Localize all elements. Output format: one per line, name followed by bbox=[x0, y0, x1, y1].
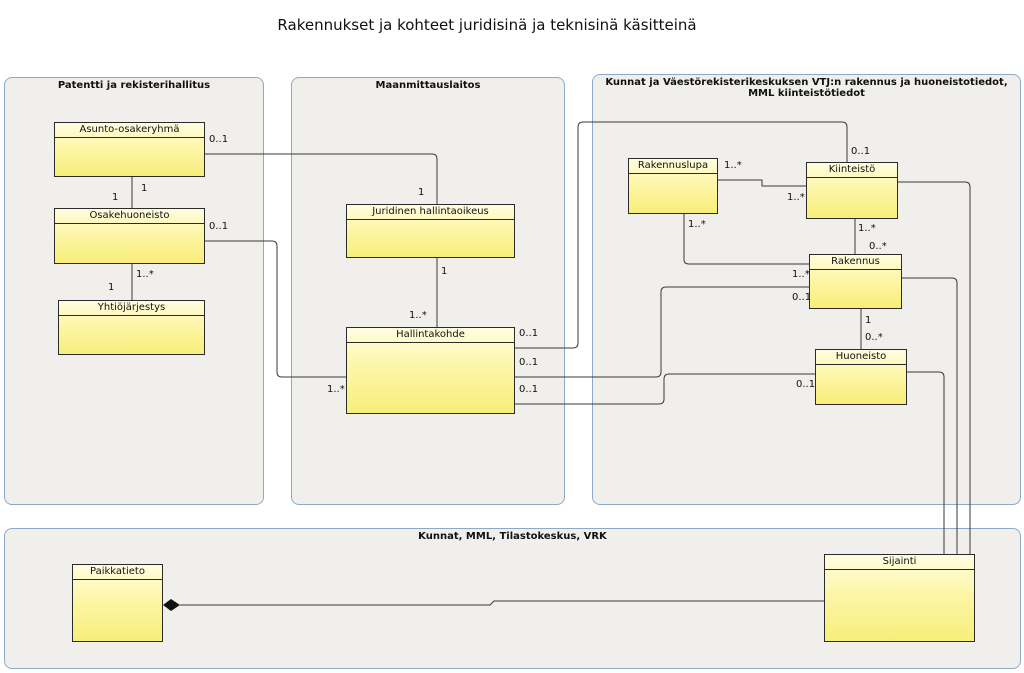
class-sijainti[interactable]: Sijainti bbox=[824, 554, 975, 642]
class-yhtiojarjestys[interactable]: Yhtiöjärjestys bbox=[58, 300, 205, 355]
mult-oh-yj-bottom: 1 bbox=[108, 282, 115, 293]
line-aor-jho bbox=[205, 153, 438, 204]
line-rl-kiint bbox=[718, 179, 806, 187]
class-kiinteisto[interactable]: Kiinteistö bbox=[806, 162, 898, 219]
mult-oh-yj-top: 1..* bbox=[136, 269, 154, 280]
mult-jho-hk-bottom: 1..* bbox=[409, 310, 427, 321]
line-huon-sij bbox=[907, 371, 945, 554]
mult-kiint-rak: 1..* bbox=[858, 223, 876, 234]
package-mml: Maanmittauslaitos bbox=[291, 77, 565, 505]
line-oh-hk bbox=[205, 240, 346, 378]
class-juridinen-hallintaoikeus[interactable]: Juridinen hallintaoikeus bbox=[346, 204, 515, 258]
mult-rl-rak: 1..* bbox=[688, 219, 706, 230]
line-rl-rak bbox=[683, 214, 809, 265]
class-asunto-osakeryhma[interactable]: Asunto-osakeryhmä bbox=[54, 122, 205, 177]
class-hallintakohde[interactable]: Hallintakohde bbox=[346, 327, 515, 414]
mult-oh-hk: 0..1 bbox=[209, 221, 229, 232]
mult-hk-rak: 0..1 bbox=[519, 357, 539, 368]
class-hallintakohde-name: Hallintakohde bbox=[347, 328, 514, 343]
mult-rl-kiint: 1..* bbox=[724, 160, 742, 171]
package-prh-label: Patentti ja rekisterihallitus bbox=[57, 80, 211, 91]
mult-hk-kiint: 0..1 bbox=[519, 328, 539, 339]
mult-huon-hk: 0..1 bbox=[796, 379, 816, 390]
line-hk-huon bbox=[514, 373, 815, 405]
package-mml-label: Maanmittauslaitos bbox=[375, 80, 481, 91]
class-asunto-osakeryhma-name: Asunto-osakeryhmä bbox=[55, 123, 204, 138]
mult-kiint-hk: 0..1 bbox=[851, 146, 871, 157]
class-paikkatieto-name: Paikkatieto bbox=[73, 565, 162, 580]
class-rakennus[interactable]: Rakennus bbox=[809, 254, 902, 309]
mult-rak-huon: 1 bbox=[865, 315, 872, 326]
class-sijainti-name: Sijainti bbox=[825, 555, 974, 570]
mult-aor-oh-bottom: 1 bbox=[112, 192, 119, 203]
class-rakennuslupa[interactable]: Rakennuslupa bbox=[628, 158, 718, 214]
line-rak-sij bbox=[902, 277, 958, 554]
mult-aor-oh-top: 1 bbox=[141, 183, 148, 194]
mult-huon-rak: 0..* bbox=[865, 332, 883, 343]
mult-rak-kiint: 0..* bbox=[869, 241, 887, 252]
line-hk-kiint bbox=[514, 121, 848, 349]
class-huoneisto-name: Huoneisto bbox=[816, 350, 906, 365]
class-osakehuoneisto[interactable]: Osakehuoneisto bbox=[54, 208, 205, 264]
mult-rak-hk: 0..1 bbox=[792, 292, 812, 303]
line-paik-sij bbox=[180, 600, 824, 606]
package-kunnat-vtj: Kunnat ja Väestörekisterikeskuksen VTJ:n… bbox=[592, 74, 1021, 505]
class-huoneisto[interactable]: Huoneisto bbox=[815, 349, 907, 405]
class-rakennus-name: Rakennus bbox=[810, 255, 901, 270]
mult-rak-rl: 1..* bbox=[792, 269, 810, 280]
mult-kiint-rl: 1..* bbox=[787, 192, 805, 203]
line-kiint-sij bbox=[898, 181, 971, 554]
mult-jho-hk-top: 1 bbox=[441, 266, 448, 277]
package-kunnat-all-label: Kunnat, MML, Tilastokeskus, VRK bbox=[418, 531, 607, 542]
mult-jho-aor: 1 bbox=[418, 187, 425, 198]
class-yhtiojarjestys-name: Yhtiöjärjestys bbox=[59, 301, 204, 316]
diagram-title: Rakennukset ja kohteet juridisinä ja tek… bbox=[277, 16, 697, 34]
mult-aor-jho: 0..1 bbox=[209, 134, 229, 145]
class-juridinen-hallintaoikeus-name: Juridinen hallintaoikeus bbox=[347, 205, 514, 220]
class-kiinteisto-name: Kiinteistö bbox=[807, 163, 897, 178]
composition-diamond bbox=[163, 599, 180, 611]
line-hk-rak bbox=[514, 286, 809, 378]
package-kunnat-vtj-label: Kunnat ja Väestörekisterikeskuksen VTJ:n… bbox=[605, 77, 1008, 99]
class-paikkatieto[interactable]: Paikkatieto bbox=[72, 564, 163, 642]
class-osakehuoneisto-name: Osakehuoneisto bbox=[55, 209, 204, 224]
mult-hk-left: 1..* bbox=[327, 384, 345, 395]
mult-hk-huon: 0..1 bbox=[519, 384, 539, 395]
class-rakennuslupa-name: Rakennuslupa bbox=[629, 159, 717, 174]
package-prh: Patentti ja rekisterihallitus bbox=[4, 77, 264, 505]
